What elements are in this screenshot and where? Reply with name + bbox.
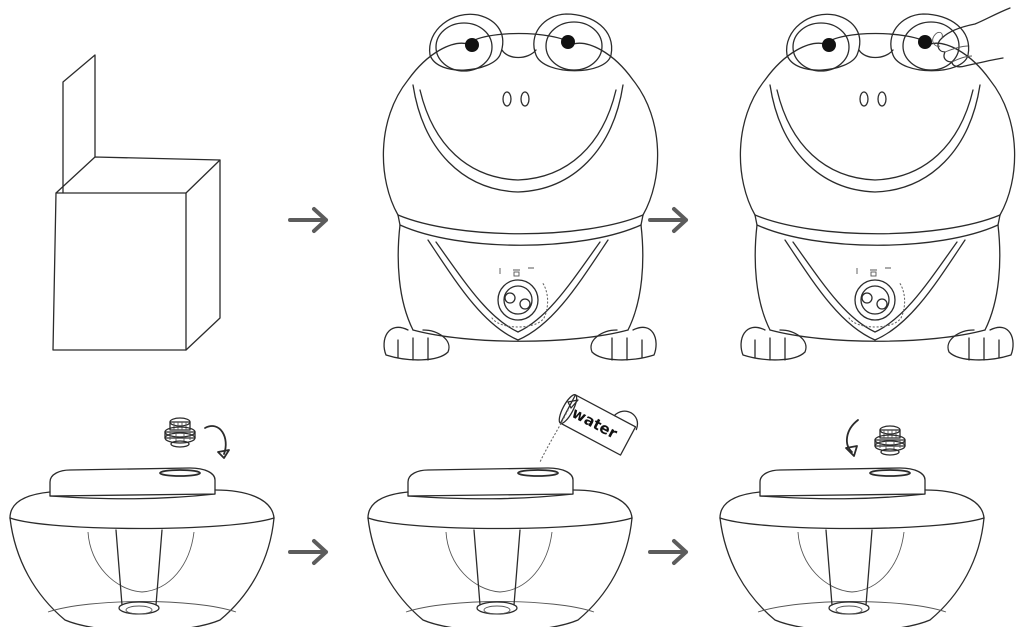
rotate-clockwise-arrow-icon — [845, 419, 859, 457]
arrow-right-icon — [648, 207, 688, 233]
tank-remove-cap-icon — [9, 467, 275, 627]
watering-can-icon: water — [539, 394, 639, 463]
arrow-right-icon — [288, 539, 328, 565]
frog-humidifier-lift-top-icon — [739, 13, 1016, 361]
rotate-counterclockwise-arrow-icon — [204, 425, 230, 459]
arrow-right-icon — [648, 539, 688, 565]
open-box-icon — [52, 54, 221, 351]
tank-fill-water-icon — [367, 467, 633, 627]
arrow-right-icon — [288, 207, 328, 233]
water-label: water — [569, 404, 621, 443]
frog-humidifier-icon — [382, 13, 659, 361]
cap-icon — [874, 425, 906, 456]
cap-icon — [164, 417, 196, 448]
tank-close-cap-icon — [719, 467, 985, 627]
hand-icon — [932, 7, 1011, 68]
